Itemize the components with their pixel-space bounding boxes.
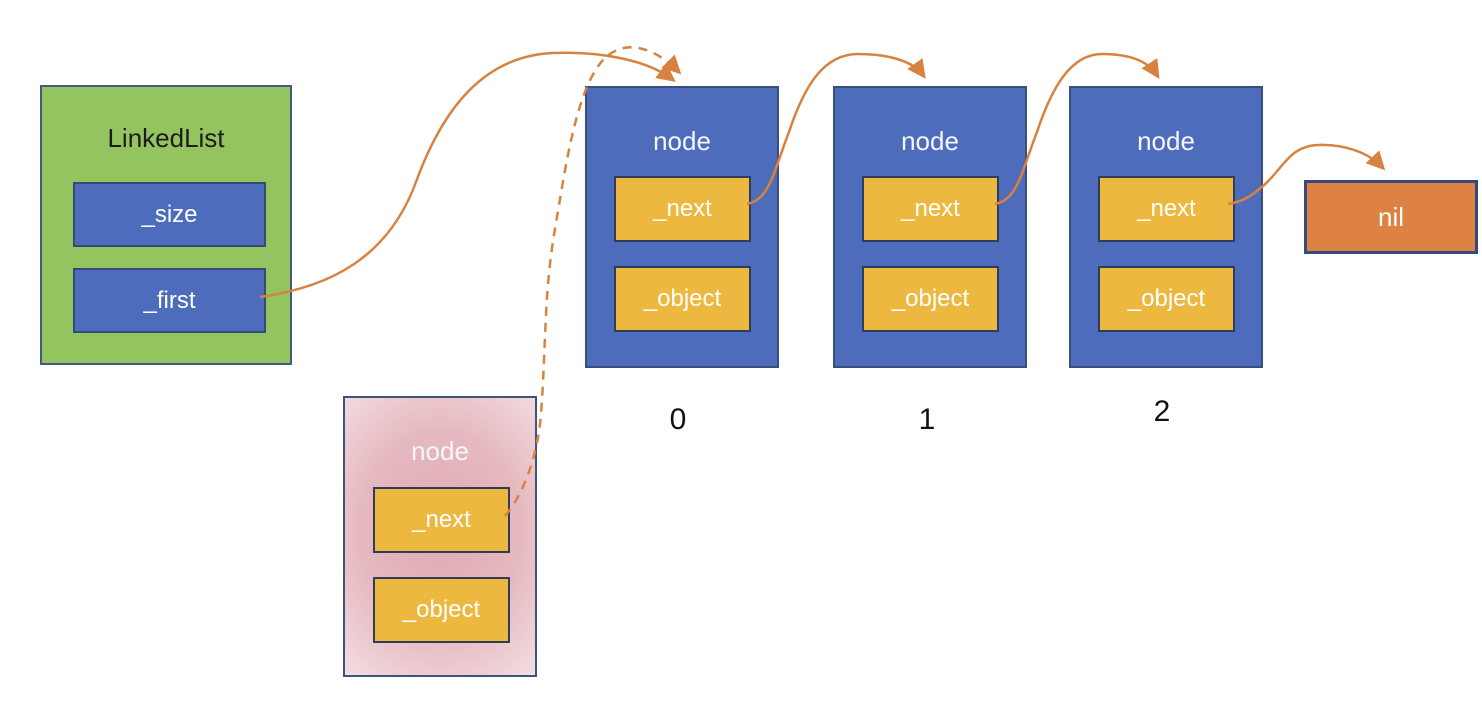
node-title: node bbox=[411, 436, 469, 466]
object-field: _object bbox=[1098, 266, 1235, 332]
node-title: node bbox=[901, 126, 959, 156]
node-box-1: node _next _object bbox=[833, 86, 1027, 368]
nil-box: nil bbox=[1304, 180, 1478, 254]
linkedlist-title: LinkedList bbox=[107, 123, 225, 153]
index-label-2: 2 bbox=[1153, 395, 1171, 428]
index-label-0: 0 bbox=[669, 403, 687, 436]
index-label-1: 1 bbox=[918, 403, 936, 436]
next-field: _next bbox=[373, 487, 510, 553]
node-title: node bbox=[1137, 126, 1195, 156]
next-field: _next bbox=[1098, 176, 1235, 242]
object-field: _object bbox=[614, 266, 751, 332]
next-field: _next bbox=[614, 176, 751, 242]
object-field: _object bbox=[862, 266, 999, 332]
node-title: node bbox=[653, 126, 711, 156]
next-field: _next bbox=[862, 176, 999, 242]
linkedlist-box: LinkedList _size _first bbox=[40, 85, 292, 365]
node-box-0: node _next _object bbox=[585, 86, 779, 368]
new-node-box: node _next _object bbox=[343, 396, 537, 677]
object-field: _object bbox=[373, 577, 510, 643]
size-field: _size bbox=[73, 182, 266, 247]
first-field: _first bbox=[73, 268, 266, 333]
node-box-2: node _next _object bbox=[1069, 86, 1263, 368]
